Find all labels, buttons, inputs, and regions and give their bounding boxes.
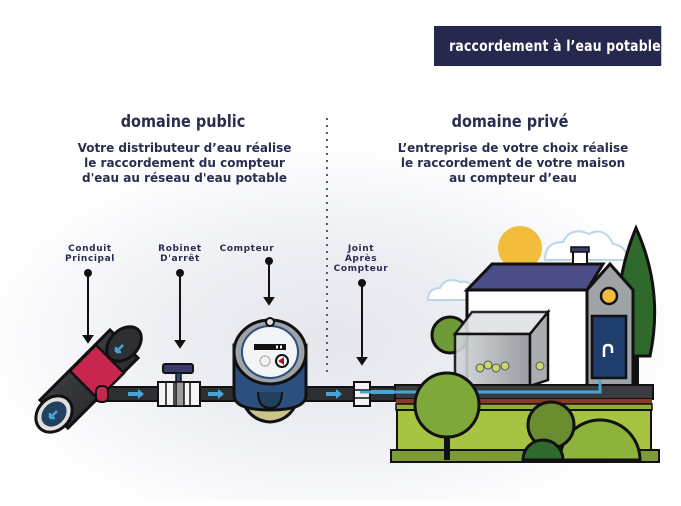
label-robinet-darret: Robinet D'arrêt bbox=[158, 244, 202, 264]
label-compteur: Compteur bbox=[219, 244, 275, 254]
private-domain-heading: domaine privé bbox=[451, 112, 569, 132]
private-domain-description: L’entreprise de votre choix réalise le r… bbox=[397, 141, 629, 185]
flow-arrow-icon bbox=[326, 389, 342, 399]
label-joint-apres-compteur: Joint Après Compteur bbox=[333, 244, 389, 274]
bush-icon bbox=[521, 400, 642, 462]
public-domain-description: Votre distributeur d’eau réalise le racc… bbox=[77, 141, 292, 185]
flow-arrow-icon bbox=[128, 389, 144, 399]
pipe-joint-icon bbox=[353, 381, 371, 407]
stop-valve-icon bbox=[157, 363, 201, 407]
sun-icon bbox=[498, 226, 542, 270]
greenhouse-icon bbox=[430, 308, 551, 388]
leader-joint bbox=[356, 279, 368, 366]
leader-conduit bbox=[82, 269, 94, 344]
leader-compteur bbox=[263, 257, 275, 306]
round-tree-icon bbox=[413, 371, 481, 460]
label-conduit-principal: Conduit Principal bbox=[65, 244, 115, 264]
title-banner: raccordement à l’eau potable bbox=[434, 26, 662, 66]
title-text: raccordement à l’eau potable bbox=[449, 37, 661, 55]
leader-robinet bbox=[174, 269, 186, 349]
public-domain-heading: domaine public bbox=[120, 112, 246, 132]
water-meter-icon bbox=[232, 317, 308, 424]
flow-arrow-icon bbox=[208, 389, 224, 399]
flow-arrows bbox=[128, 389, 342, 399]
main-pipe-icon bbox=[34, 325, 143, 434]
